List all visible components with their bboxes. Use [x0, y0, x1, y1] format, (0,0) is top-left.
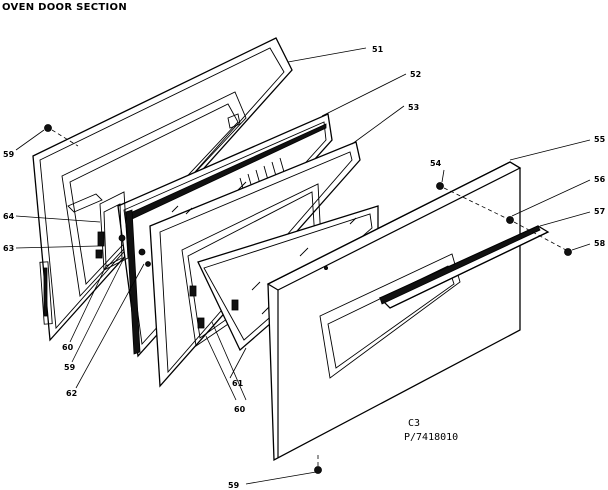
- callout-56: 56: [594, 175, 606, 184]
- callout-60-bottom: 60: [234, 405, 246, 414]
- callout-62: 62: [66, 389, 77, 398]
- door-handle: [378, 225, 550, 309]
- callout-63: 63: [3, 244, 14, 253]
- screw-59-top: [44, 124, 52, 132]
- diagram-title: OVEN DOOR SECTION: [2, 2, 127, 13]
- screw-58: [564, 248, 572, 256]
- callout-59-top: 59: [3, 150, 15, 159]
- screw-59-bottom: [314, 466, 322, 474]
- callout-64: 64: [3, 212, 15, 221]
- reference-code-line1: C3: [408, 418, 420, 429]
- left-hinge-hardware: [67, 191, 151, 271]
- callout-58: 58: [594, 239, 606, 248]
- callout-53: 53: [408, 103, 419, 112]
- callout-59-bottom: 59: [228, 481, 240, 490]
- reference-code-line2: P/7418010: [404, 432, 458, 443]
- callout-60-left: 60: [62, 343, 74, 352]
- outer-door-panel: [266, 161, 522, 462]
- callout-55: 55: [594, 135, 606, 144]
- leader-lines: [15, 47, 591, 485]
- callout-59-left: 59: [64, 363, 76, 372]
- screw-54: [436, 182, 444, 190]
- callout-57: 57: [594, 207, 605, 216]
- callout-51: 51: [372, 45, 384, 54]
- callout-54: 54: [430, 159, 442, 168]
- callout-52: 52: [410, 70, 421, 79]
- callout-61: 61: [232, 379, 244, 388]
